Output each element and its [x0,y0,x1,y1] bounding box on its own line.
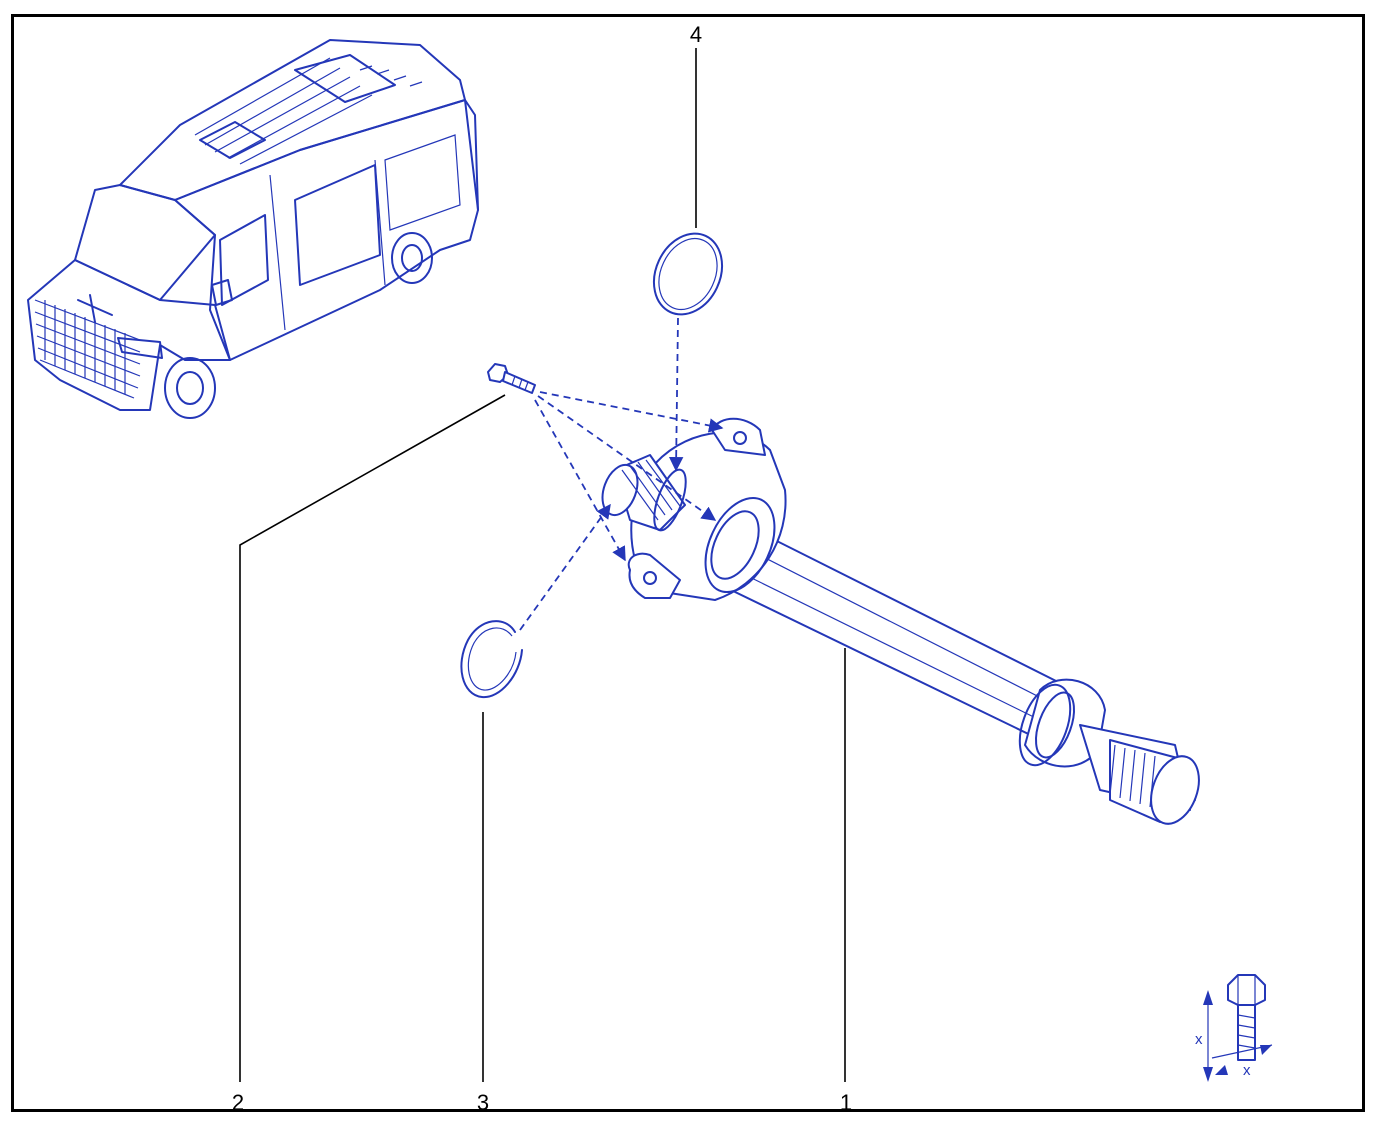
drive-shaft [601,417,1200,825]
callout-1: 1 [840,1090,852,1115]
dim-label-horizontal: x [1243,1062,1251,1079]
dim-label-vertical: x [1195,1031,1203,1048]
circlip [460,620,523,699]
o-ring [652,232,724,316]
van-illustration [27,39,479,419]
bolt-length-symbol: x x [1195,974,1273,1082]
leader-lines [239,48,846,1082]
callout-4: 4 [690,22,702,47]
assembly-arrows [519,317,724,631]
bolt [487,363,536,394]
callout-2: 2 [232,1090,244,1115]
callout-3: 3 [477,1090,489,1115]
